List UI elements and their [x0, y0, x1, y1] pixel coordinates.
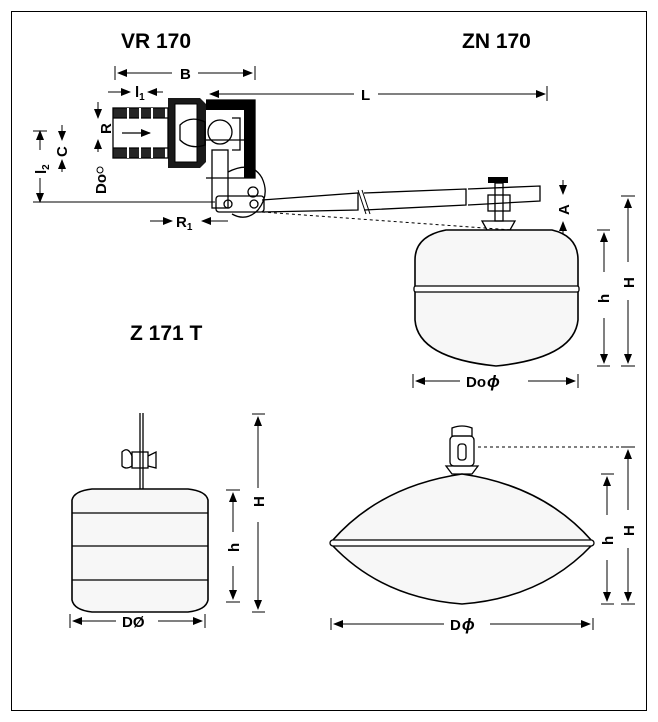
dimension-l1: l1: [108, 84, 163, 103]
float-large: [329, 425, 628, 605]
dimension-h-top: h: [596, 229, 613, 367]
dimension-d-small: DØ: [69, 614, 206, 631]
label-h-top: h: [596, 294, 613, 303]
label-r: R: [98, 123, 115, 134]
title-vr-170: VR 170: [121, 30, 191, 53]
title-zn-170: ZN 170: [462, 30, 531, 53]
diameter-mark-left: [96, 166, 104, 174]
dimension-a: A: [556, 180, 573, 234]
dimension-do-top: Doϕ: [412, 372, 579, 391]
title-z-171-t: Z 171 T: [130, 322, 203, 345]
label-d-big: Dϕ: [450, 615, 475, 634]
dimension-l2: l2: [33, 130, 52, 203]
label-H-big: H: [621, 525, 638, 536]
dimension-b: B: [114, 66, 256, 83]
label-do-left: Do: [93, 174, 110, 194]
label-r1: R1: [176, 214, 193, 233]
label-H-top: H: [621, 277, 638, 288]
dimension-H-top: H: [621, 195, 638, 367]
dimension-H-small: H: [251, 413, 268, 613]
label-do-top: Doϕ: [466, 372, 500, 391]
dimension-l: L: [209, 86, 548, 104]
lever-arm: [211, 149, 541, 233]
dimension-H-big: H: [621, 446, 638, 605]
dimension-h-big: h: [600, 473, 617, 605]
float-small: [71, 413, 209, 613]
label-l2: l2: [33, 164, 52, 174]
dimension-r1: R1: [150, 214, 228, 233]
label-l: L: [361, 87, 370, 104]
label-l1: l1: [135, 84, 145, 103]
label-d-small: DØ: [122, 614, 145, 631]
dimension-d-big: Dϕ: [330, 615, 594, 634]
label-c: C: [54, 146, 71, 157]
dimension-c: C: [54, 125, 71, 172]
label-H-small: H: [251, 496, 268, 507]
dimension-r: R: [94, 102, 115, 152]
label-h-small: h: [226, 543, 243, 552]
valve-body: [112, 98, 256, 179]
label-b: B: [180, 66, 191, 83]
dimension-h-small: h: [226, 489, 243, 603]
label-h-big: h: [600, 536, 617, 545]
drawing-frame: [11, 11, 647, 711]
float-zn-170: [413, 177, 580, 367]
label-a: A: [556, 204, 573, 215]
